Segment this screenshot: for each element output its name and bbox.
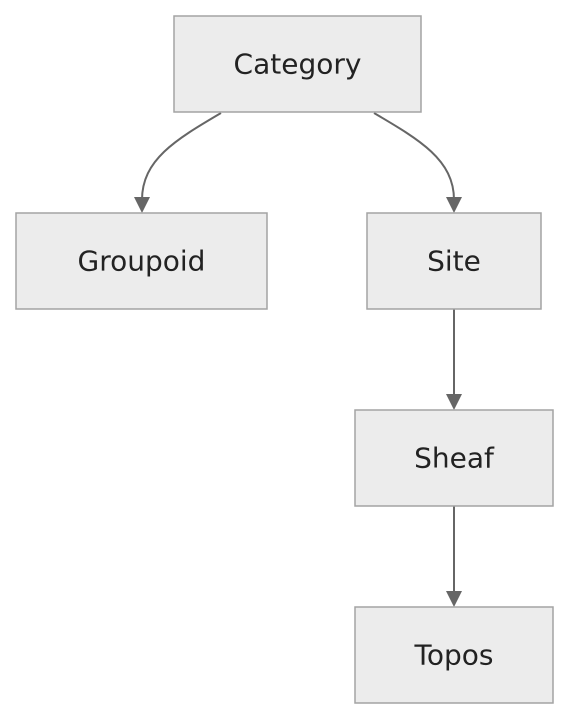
node-box (15, 212, 268, 310)
node-box (354, 606, 554, 704)
edge-line (141, 112, 222, 201)
node-label: Category (234, 48, 362, 81)
node-sheaf[interactable]: Sheaf (354, 409, 554, 507)
node-label: Topos (414, 639, 494, 672)
edge-sheaf-topos (446, 506, 462, 607)
edge-site-sheaf (446, 309, 462, 410)
node-box (173, 15, 422, 113)
node-groupoid[interactable]: Groupoid (15, 212, 268, 310)
node-site[interactable]: Site (366, 212, 542, 310)
node-label: Groupoid (78, 245, 206, 278)
edge-category-groupoid (134, 112, 222, 213)
node-box (354, 409, 554, 507)
node-label: Site (427, 245, 481, 278)
arrowhead-icon (446, 197, 462, 213)
node-box (366, 212, 542, 310)
edges (134, 112, 462, 607)
node-label: Sheaf (414, 442, 495, 475)
arrowhead-icon (134, 197, 150, 213)
arrowhead-icon (446, 591, 462, 607)
node-topos[interactable]: Topos (354, 606, 554, 704)
arrowhead-icon (446, 394, 462, 410)
edge-line (373, 112, 455, 201)
edge-category-site (373, 112, 462, 213)
node-category[interactable]: Category (173, 15, 422, 113)
